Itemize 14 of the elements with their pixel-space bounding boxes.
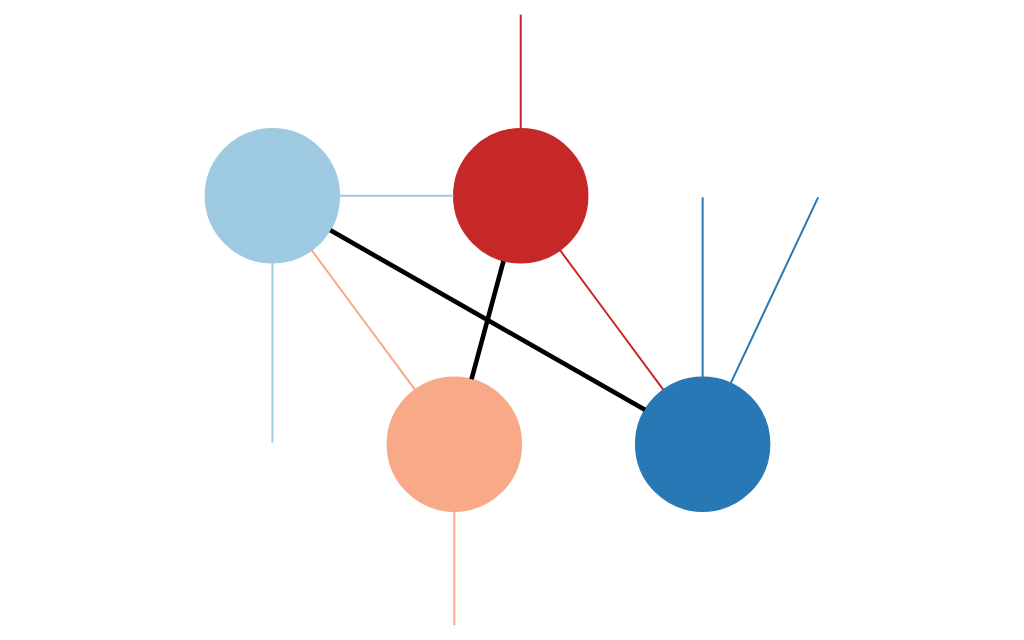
connector — [271, 262, 274, 444]
node-circle — [453, 128, 589, 264]
connector — [338, 194, 455, 197]
connector — [559, 249, 665, 391]
node-circle — [386, 376, 523, 512]
connector — [519, 13, 522, 130]
connector — [453, 510, 456, 627]
node-circle — [204, 128, 341, 264]
connector — [469, 260, 506, 380]
connector — [329, 228, 647, 412]
connector — [701, 196, 704, 378]
connector — [729, 196, 820, 385]
node-circle — [634, 376, 771, 512]
connector — [310, 249, 416, 391]
